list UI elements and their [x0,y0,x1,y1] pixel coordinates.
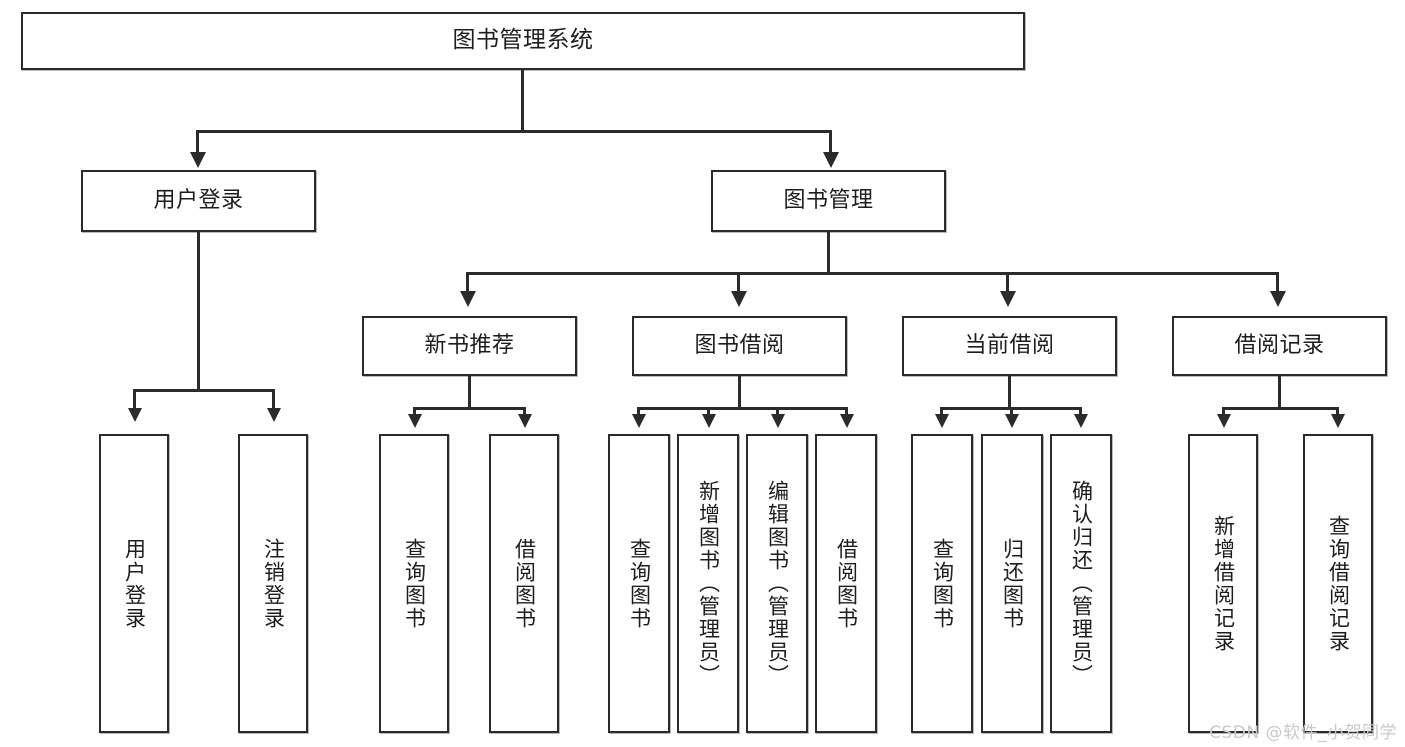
node-label: 用户登录 [153,187,244,213]
leaf-label: 查询借阅记录 [1326,514,1351,653]
arrow-leaf-current-borrow-1 [935,414,949,428]
connector-book-borrow-bus [637,407,847,410]
node-book-management-system[interactable]: 图书管理系统 [21,12,1025,70]
node-new-book-recommend[interactable]: 新书推荐 [362,316,577,376]
arrow-leaf-user-login-2 [267,408,281,422]
node-label: 当前借阅 [964,332,1055,358]
arrow-to-new-book [460,291,476,307]
connector-level3-bus [466,272,1278,275]
arrow-to-book-borrow [731,291,747,307]
csdn-watermark: CSDN @软件_小贺同学 [1209,723,1397,743]
connector-to-book-borrow [737,272,740,294]
arrow-leaf-current-borrow-3 [1074,414,1088,428]
leaf-user-login-logout[interactable]: 注销登录 [238,434,308,733]
leaf-book-borrow-add[interactable]: 新增图书（管理员） [677,434,739,733]
connector-user-login-stem [197,232,200,392]
leaf-label: 注销登录 [261,537,286,630]
arrow-to-book-manage [823,152,839,168]
node-borrow-record[interactable]: 借阅记录 [1172,316,1387,376]
connector-root-stem [521,70,524,132]
arrow-leaf-borrow-record-2 [1331,414,1345,428]
connector-root-bus [196,130,832,133]
node-user-login[interactable]: 用户登录 [81,170,316,232]
leaf-current-borrow-confirm[interactable]: 确认归还（管理员） [1050,434,1112,733]
connector-book-manage-stem [827,232,830,274]
connector-current-borrow-branch-3 [1079,407,1082,417]
node-label: 图书借阅 [694,332,785,358]
leaf-book-borrow-edit[interactable]: 编辑图书（管理员） [746,434,808,733]
leaf-current-borrow-return[interactable]: 归还图书 [981,434,1043,733]
leaf-borrow-record-add[interactable]: 新增借阅记录 [1188,434,1258,733]
leaf-borrow-record-query[interactable]: 查询借阅记录 [1303,434,1373,733]
leaf-label: 查询图书 [930,537,955,630]
leaf-book-borrow-query[interactable]: 查询图书 [608,434,670,733]
leaf-label: 新增图书（管理员） [696,480,721,687]
node-book-borrow[interactable]: 图书借阅 [632,316,847,376]
connector-to-new-book [466,272,469,294]
connector-to-current-borrow [1006,272,1009,294]
leaf-new-book-query[interactable]: 查询图书 [379,434,449,733]
connector-book-borrow-branch-4 [845,407,848,417]
connector-book-borrow-stem [738,376,741,410]
node-label: 图书管理系统 [452,27,594,54]
connector-borrow-record-branch-2 [1336,407,1339,417]
connector-to-borrow-record [1276,272,1279,294]
connector-current-borrow-branch-1 [940,407,943,417]
arrow-to-user-login [190,152,206,168]
arrow-leaf-book-borrow-3 [771,414,785,428]
leaf-label: 归还图书 [1000,537,1025,630]
arrow-leaf-user-login-1 [128,408,142,422]
connector-new-book-branch-2 [523,407,526,417]
leaf-label: 查询图书 [627,537,652,630]
leaf-label: 查询图书 [402,537,427,630]
arrow-leaf-new-book-2 [518,414,532,428]
connector-borrow-record-branch-1 [1222,407,1225,417]
node-label: 借阅记录 [1234,332,1325,358]
leaf-label: 编辑图书（管理员） [765,480,790,687]
connector-user-login-branch-2 [272,389,275,411]
arrow-leaf-borrow-record-1 [1217,414,1231,428]
leaf-current-borrow-query[interactable]: 查询图书 [911,434,973,733]
node-current-borrow[interactable]: 当前借阅 [902,316,1117,376]
connector-to-book-manage [829,130,832,156]
leaf-label: 借阅图书 [834,537,859,630]
connector-book-borrow-branch-1 [637,407,640,417]
connector-borrow-record-stem [1278,376,1281,410]
connector-to-user-login [196,130,199,156]
node-label: 图书管理 [783,187,874,213]
arrow-to-borrow-record [1270,291,1286,307]
leaf-user-login-login[interactable]: 用户登录 [99,434,169,733]
arrow-leaf-book-borrow-1 [632,414,646,428]
node-book-management[interactable]: 图书管理 [711,170,946,232]
connector-borrow-record-bus [1222,407,1339,410]
leaf-book-borrow-borrow[interactable]: 借阅图书 [815,434,877,733]
connector-book-borrow-branch-3 [776,407,779,417]
connector-new-book-stem [468,376,471,410]
leaf-label: 借阅图书 [512,537,537,630]
leaf-label: 用户登录 [122,537,147,630]
leaf-label: 确认归还（管理员） [1069,480,1094,687]
leaf-label: 新增借阅记录 [1211,514,1236,653]
connector-book-borrow-branch-2 [707,407,710,417]
arrow-leaf-new-book-1 [408,414,422,428]
connector-user-login-bus [133,389,275,392]
connector-new-book-branch-1 [413,407,416,417]
node-label: 新书推荐 [424,332,515,358]
arrow-leaf-book-borrow-4 [840,414,854,428]
connector-user-login-branch-1 [133,389,136,411]
connector-current-borrow-stem [1008,376,1011,410]
arrow-leaf-current-borrow-2 [1005,414,1019,428]
leaf-new-book-borrow[interactable]: 借阅图书 [489,434,559,733]
connector-current-borrow-branch-2 [1010,407,1013,417]
connector-new-book-bus [413,407,526,410]
arrow-to-current-borrow [1000,291,1016,307]
arrow-leaf-book-borrow-2 [702,414,716,428]
